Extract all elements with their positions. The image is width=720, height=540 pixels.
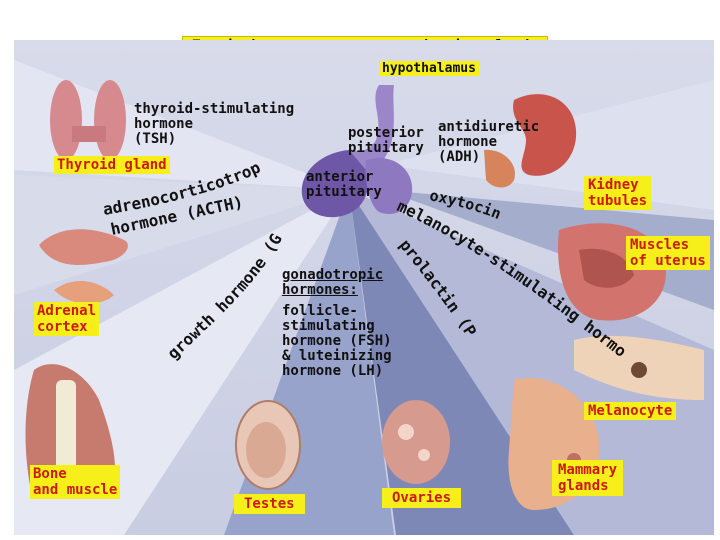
melanocyte-illustration [574, 335, 704, 400]
anterior-pituitary-lobe [365, 158, 413, 214]
target-ovaries: Ovaries [382, 488, 462, 508]
testes-illustration [235, 400, 301, 490]
kidney-illustration [484, 94, 577, 188]
posterior-pituitary-lobe [301, 150, 369, 218]
label-tsh: thyroid-stimulating hormone (TSH) [134, 101, 295, 147]
target-bone: Bone and muscle [30, 465, 121, 499]
target-thyroid: Thyroid gland [54, 156, 170, 174]
label-gonadotropic: gonadotropic hormones: [282, 267, 384, 298]
target-kidney: Kidney tubules [584, 176, 652, 210]
ovaries-illustration [382, 400, 450, 484]
target-adrenal: Adrenal cortex [34, 302, 100, 336]
target-uterus: Muscles of uterus [626, 236, 710, 270]
label-fsh-lh: follicle- stimulating hormone (FSH) & lu… [282, 303, 392, 379]
target-testes: Testes [234, 494, 305, 514]
bone-muscle-illustration [25, 364, 116, 495]
thyroid-illustration [50, 80, 126, 160]
hypothalamus-label: hypothalamus [379, 61, 479, 76]
label-anterior-pituitary: anterior pituitary [306, 169, 382, 200]
diagram-panel: growth hormone (GH) prolactin (PRL) mela… [14, 40, 714, 535]
adrenal-illustration [39, 229, 128, 304]
label-posterior-pituitary: posterior pituitary [348, 125, 424, 156]
ray-acth [14, 175, 349, 295]
hypothalamus-stalk [349, 85, 394, 170]
pituitary-gland [301, 85, 413, 218]
target-melanocyte: Melanocyte [584, 402, 677, 420]
target-mammary: Mammary glands [552, 460, 624, 496]
ray-msh [349, 190, 714, 535]
label-adh: antidiuretic hormone (ADH) [438, 119, 540, 165]
